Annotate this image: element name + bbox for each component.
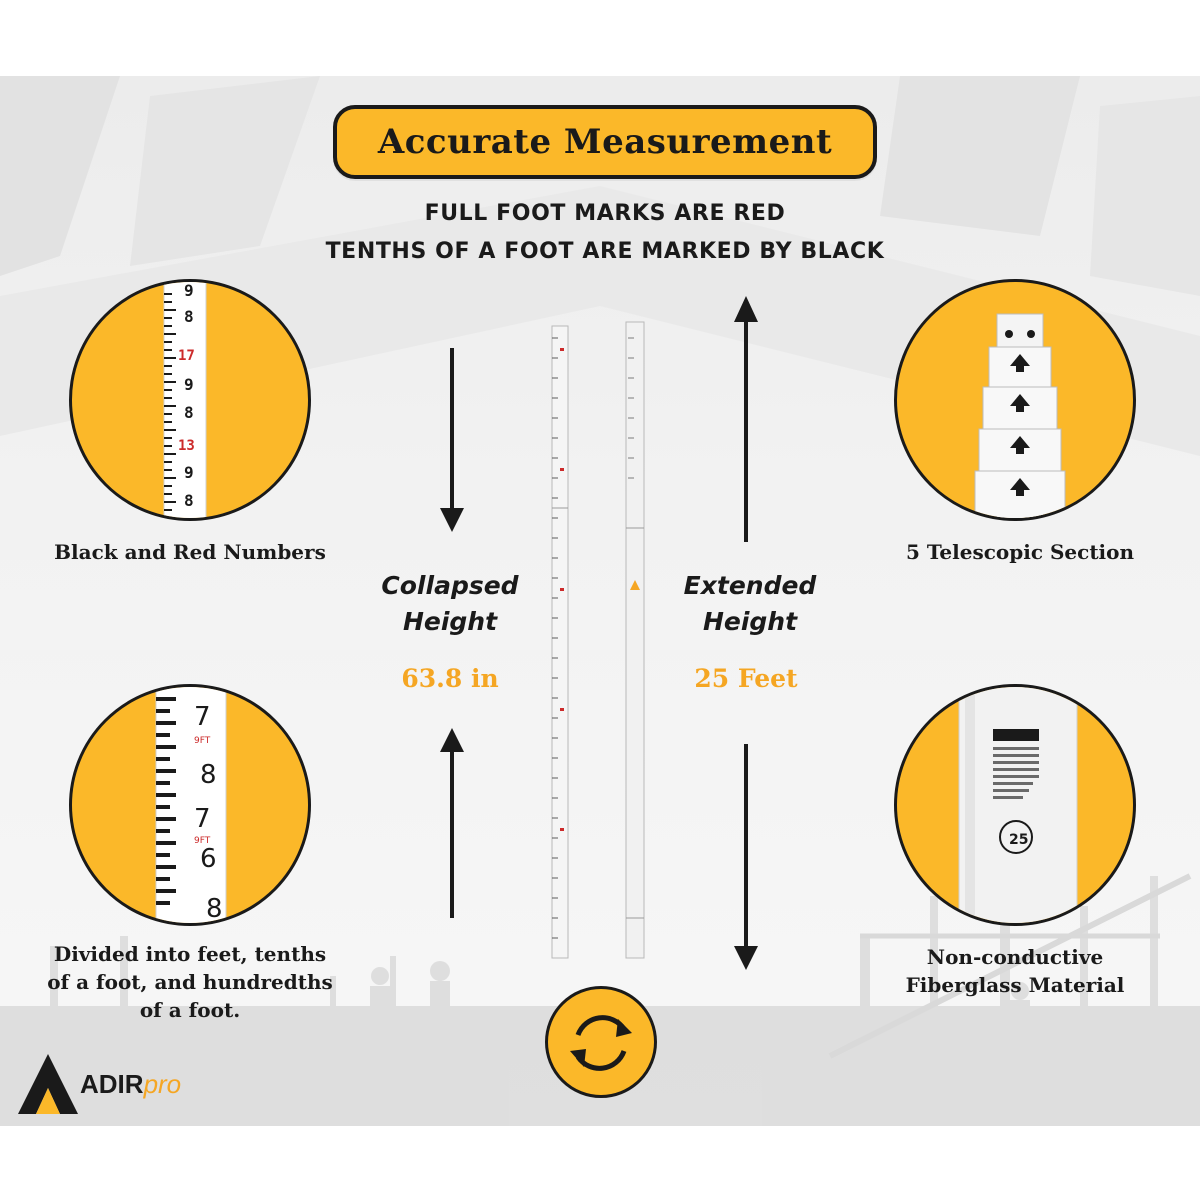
caption-divided: Divided into feet, tenths of a foot, and… — [20, 940, 360, 1024]
ruler-number-red: 13 — [178, 438, 195, 454]
svg-text:25: 25 — [1009, 832, 1028, 848]
collapsed-label-line: Height — [402, 607, 498, 636]
measuring-rods — [551, 321, 645, 959]
ruler-number: 9 — [184, 375, 194, 394]
ruler-markings-image: 7 8 7 6 8 9FT 9FT — [155, 687, 227, 924]
ruler-number: 8 — [184, 491, 194, 510]
background-decoration — [0, 76, 1200, 1126]
subtitle-line-1: FULL FOOT MARKS ARE RED — [424, 201, 786, 226]
brand-triangle-icon — [18, 1054, 78, 1114]
arrow-down-icon — [734, 744, 758, 970]
telescopic-sections-image — [974, 313, 1066, 518]
arrow-up-icon — [440, 728, 464, 918]
caption-divided-line: of a foot. — [139, 998, 241, 1022]
feature-circle-fiberglass: 25 — [894, 684, 1136, 926]
ruler-number: 8 — [200, 760, 217, 790]
ruler-number: 9 — [184, 282, 194, 300]
ruler-small-label: 9FT — [194, 736, 211, 746]
caption-divided-line: of a foot, and hundredths — [47, 970, 333, 994]
brand-logo: ADIR pro — [18, 1052, 181, 1116]
extended-label-line: Extended — [683, 571, 817, 600]
brand-suffix: pro — [143, 1068, 182, 1099]
refresh-icon — [570, 1015, 632, 1071]
ruler-number: 8 — [184, 403, 194, 422]
caption-telescopic: 5 Telescopic Section — [905, 540, 1135, 564]
extended-label-line: Height — [702, 607, 798, 636]
ruler-number-red: 17 — [178, 348, 195, 364]
ruler-number: 6 — [200, 844, 217, 874]
ruler-number: 7 — [194, 702, 211, 732]
subtitle-line-2: TENTHS OF A FOOT ARE MARKED BY BLACK — [325, 239, 885, 264]
page-title: Accurate Measurement — [377, 122, 833, 162]
collapsed-height-label: Collapsed Height — [350, 568, 550, 640]
caption-fiberglass-line: Non-conductive — [926, 945, 1104, 969]
ruler-number: 9 — [184, 463, 194, 482]
feature-circle-telescopic — [894, 279, 1136, 521]
extended-height-label: Extended Height — [650, 568, 850, 640]
collapsed-label-line: Collapsed — [381, 571, 519, 600]
arrow-down-icon — [440, 348, 464, 532]
caption-fiberglass: Non-conductive Fiberglass Material — [870, 943, 1160, 999]
extended-height-value: 25 Feet — [694, 664, 798, 693]
background-panel — [0, 76, 1200, 1126]
ruler-number: 7 — [194, 804, 211, 834]
caption-fiberglass-line: Fiberglass Material — [905, 973, 1125, 997]
ruler-closeup-image: 9 8 17 9 8 13 9 8 — [163, 282, 207, 518]
title-banner: Accurate Measurement — [333, 105, 877, 179]
caption-numbers: Black and Red Numbers — [54, 540, 326, 564]
ruler-number: 8 — [184, 307, 194, 326]
collapsed-height-value: 63.8 in — [401, 664, 499, 693]
cycle-button[interactable] — [545, 986, 657, 1098]
ruler-number: 8 — [206, 894, 223, 924]
ruler-small-label: 9FT — [194, 836, 211, 846]
feature-circle-divided: 7 8 7 6 8 9FT 9FT — [69, 684, 311, 926]
fiberglass-rod-image: 25 — [958, 687, 1078, 923]
arrow-up-icon — [734, 296, 758, 542]
brand-name: ADIR — [80, 1068, 144, 1099]
caption-divided-line: Divided into feet, tenths — [53, 942, 327, 966]
feature-circle-numbers: 9 8 17 9 8 13 9 8 — [69, 279, 311, 521]
